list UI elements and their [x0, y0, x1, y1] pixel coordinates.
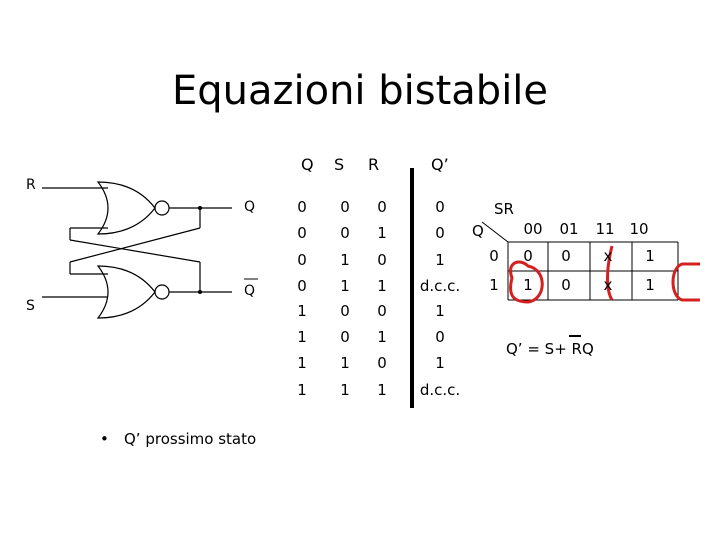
input-r-label: R — [26, 177, 36, 193]
output-q-bar-label: Q — [244, 283, 256, 299]
kmap-groups — [509, 245, 700, 304]
table-cell: 1 — [340, 251, 350, 269]
table-cell: 0 — [377, 198, 387, 216]
output-q-label: Q — [244, 199, 256, 215]
header-r: R — [368, 155, 380, 174]
group-circle — [509, 260, 544, 304]
note-text: Q’ prossimo stato — [124, 430, 257, 448]
table-cell: 1 — [297, 302, 307, 320]
table-cell: 1 — [340, 381, 350, 399]
table-cell: 1 — [435, 354, 445, 372]
table-cell: d.c.c. — [419, 381, 461, 399]
kmap-cell: 0 — [561, 276, 571, 294]
table-cell: d.c.c. — [419, 277, 461, 295]
table-cell: 1 — [435, 302, 445, 320]
kmap-cell: 1 — [645, 247, 655, 265]
table-cell: 1 — [297, 381, 307, 399]
table-cell: 0 — [340, 224, 350, 242]
kmap-col-label: 01 — [559, 220, 579, 238]
table-cell: 0 — [340, 302, 350, 320]
kmap-cell: 1 — [645, 276, 655, 294]
kmap-row-label: 1 — [489, 276, 499, 294]
table-cell: 1 — [297, 328, 307, 346]
kmap-row-var: Q — [472, 222, 484, 240]
table-cell: 0 — [297, 224, 307, 242]
kmap-col-label: 00 — [523, 220, 543, 238]
kmap-cell: 0 — [523, 247, 533, 265]
table-cell: 0 — [377, 251, 387, 269]
kmap-cell: x — [603, 276, 613, 294]
kmap-cell: 1 — [523, 276, 533, 294]
table-cell: 1 — [340, 277, 350, 295]
table-cell: 0 — [340, 328, 350, 346]
header-q: Q — [301, 155, 314, 174]
input-s-label: S — [26, 298, 35, 314]
table-cell: 0 — [340, 198, 350, 216]
group-bracket-right — [671, 262, 700, 302]
table-cell: 0 — [377, 302, 387, 320]
kmap-row-label: 0 — [489, 247, 499, 265]
table-cell: 1 — [297, 354, 307, 372]
table-cell: 1 — [377, 277, 387, 295]
table-cell: 0 — [435, 224, 445, 242]
table-cell: 1 — [377, 381, 387, 399]
kmap-cell: 0 — [561, 247, 571, 265]
kmap-cell: x — [603, 247, 613, 265]
kmap-col-var: SR — [494, 200, 514, 218]
table-cell: 0 — [297, 198, 307, 216]
table-cell: 0 — [297, 251, 307, 269]
table-cell: 0 — [297, 277, 307, 295]
page-title: Equazioni bistabile — [171, 68, 549, 114]
table-cell: 1 — [377, 328, 387, 346]
equation: Q’ = S+ RQ — [506, 340, 594, 358]
kmap-col-label: 10 — [629, 220, 649, 238]
header-q-next: Q’ — [431, 155, 449, 174]
table-cell: 1 — [377, 224, 387, 242]
table-cell: 0 — [377, 354, 387, 372]
kmap-col-label: 11 — [595, 220, 615, 238]
table-cell: 0 — [435, 328, 445, 346]
table-cell: 0 — [435, 198, 445, 216]
table-cell: 1 — [340, 354, 350, 372]
group-bracket-left — [606, 245, 614, 301]
bullet-icon: • — [100, 430, 109, 448]
header-s: S — [334, 155, 345, 174]
table-cell: 1 — [435, 251, 445, 269]
